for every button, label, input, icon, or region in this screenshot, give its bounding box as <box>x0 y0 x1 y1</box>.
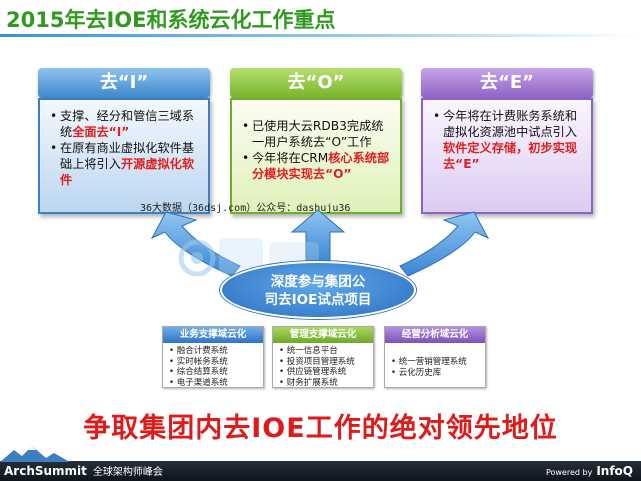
list-item: 统一营销管理系统 <box>391 357 485 368</box>
bullet-text: 已使用大云RDB3完成统一用户系统去“O”工作 <box>252 118 392 150</box>
list-item: 电子渠道系统 <box>169 378 263 389</box>
center-line-2: 司去IOE试点项目 <box>264 292 372 308</box>
domain-title: 业务支撑域云化 <box>163 327 263 343</box>
title-underline <box>0 34 641 37</box>
slide-title: 2015年去IOE和系统云化工作重点 <box>6 8 336 32</box>
bullet-dot: • <box>242 119 250 133</box>
column-header-o: 去“O” <box>230 68 402 98</box>
slogan: 争取集团内去IOE工作的绝对领先地位 <box>83 413 558 444</box>
column-header-e: 去“E” <box>421 68 593 98</box>
bullet-dot: • <box>433 109 441 123</box>
center-line-1: 深度参与集团公 <box>270 274 366 290</box>
bullet-text: 在原有商业虚拟化软件基础上将引入开源虚拟化软件 <box>60 140 200 188</box>
list-item: 供应链管理系统 <box>279 367 373 378</box>
plain-text: 今年将在计费账务系统和虚拟化资源池中试点引入 <box>443 109 578 139</box>
list-item: 实时帐务系统 <box>169 357 263 368</box>
highlight-text: 核心系统部分模块实现去“O” <box>252 151 390 181</box>
list-item: 云化历史库 <box>391 368 485 379</box>
bullet-text: 今年将在CRM核心系统部分模块实现去“O” <box>252 150 392 182</box>
domain-title: 经营分析域云化 <box>385 327 485 343</box>
bullet-dot: • <box>242 151 250 165</box>
center-ellipse: 深度参与集团公 司去IOE试点项目 <box>220 261 416 319</box>
column-header-i: 去“I” <box>38 68 210 98</box>
bullet-item: •已使用大云RDB3完成统一用户系统去“O”工作 <box>242 118 392 150</box>
column-box-e: •今年将在计费账务系统和虚拟化资源池中试点引入软件定义存储，初步实现去“E” <box>421 98 593 214</box>
domain-title: 管理支撑域云化 <box>273 327 373 343</box>
bullet-text: 今年将在计费账务系统和虚拟化资源池中试点引入软件定义存储，初步实现去“E” <box>443 108 583 172</box>
watermark-text: 36大数据（36dsj.com）公众号：dashuju36 <box>140 203 351 214</box>
bullet-text: 支撑、经分和管信三域系统全面去“I” <box>60 108 200 140</box>
domain-box-management: 管理支撑域云化 统一信息平台投资项目管理系统供应链管理系统财务扩展系统 <box>272 326 374 388</box>
domain-list: 统一营销管理系统云化历史库 <box>385 343 485 378</box>
footer-brand: ArchSummit 全球架构师峰会 <box>4 463 163 478</box>
column-box-i: •支撑、经分和管信三域系统全面去“I”•在原有商业虚拟化软件基础上将引入开源虚拟… <box>38 98 210 214</box>
bullet-item: •今年将在CRM核心系统部分模块实现去“O” <box>242 150 392 182</box>
brand-subtitle: 全球架构师峰会 <box>92 467 163 478</box>
brand-name: ArchSummit <box>4 464 87 478</box>
list-item: 投资项目管理系统 <box>279 357 373 368</box>
domain-list: 统一信息平台投资项目管理系统供应链管理系统财务扩展系统 <box>273 343 373 388</box>
bullet-item: •支撑、经分和管信三域系统全面去“I” <box>50 108 200 140</box>
bullet-dot: • <box>50 141 58 155</box>
mountain-icon <box>0 446 70 462</box>
infoq-logo: InfoQ <box>596 464 633 478</box>
bullet-dot: • <box>50 109 58 123</box>
arrow-right <box>399 211 490 277</box>
bullet-item: •在原有商业虚拟化软件基础上将引入开源虚拟化软件 <box>50 140 200 188</box>
plain-text: 今年将在CRM <box>252 151 329 165</box>
bullet-item: •今年将在计费账务系统和虚拟化资源池中试点引入软件定义存储，初步实现去“E” <box>433 108 583 172</box>
list-item: 融合计费系统 <box>169 346 263 357</box>
list-item: 综合结算系统 <box>169 367 263 378</box>
footer-bar <box>0 461 641 481</box>
list-item: 财务扩展系统 <box>279 378 373 389</box>
domain-box-business: 业务支撑域云化 融合计费系统实时帐务系统综合结算系统电子渠道系统 <box>162 326 264 388</box>
highlight-text: 全面去“I” <box>72 125 130 139</box>
plain-text: 支撑、经分和管信三域系统 <box>60 109 195 139</box>
plain-text: 已使用大云RDB3完成统一用户系统去“O”工作 <box>252 119 384 149</box>
plain-text: 在原有商业虚拟化软件基础上将引入 <box>60 141 195 171</box>
arrow-center <box>290 209 346 263</box>
list-item: 统一信息平台 <box>279 346 373 357</box>
powered-prefix: Powered by <box>545 468 593 477</box>
domain-box-analysis: 经营分析域云化 统一营销管理系统云化历史库 <box>384 326 486 388</box>
domain-list: 融合计费系统实时帐务系统综合结算系统电子渠道系统 <box>163 343 263 388</box>
highlight-text: 软件定义存储，初步实现去“E” <box>443 141 578 171</box>
highlight-text: 开源虚拟化软件 <box>60 157 195 187</box>
